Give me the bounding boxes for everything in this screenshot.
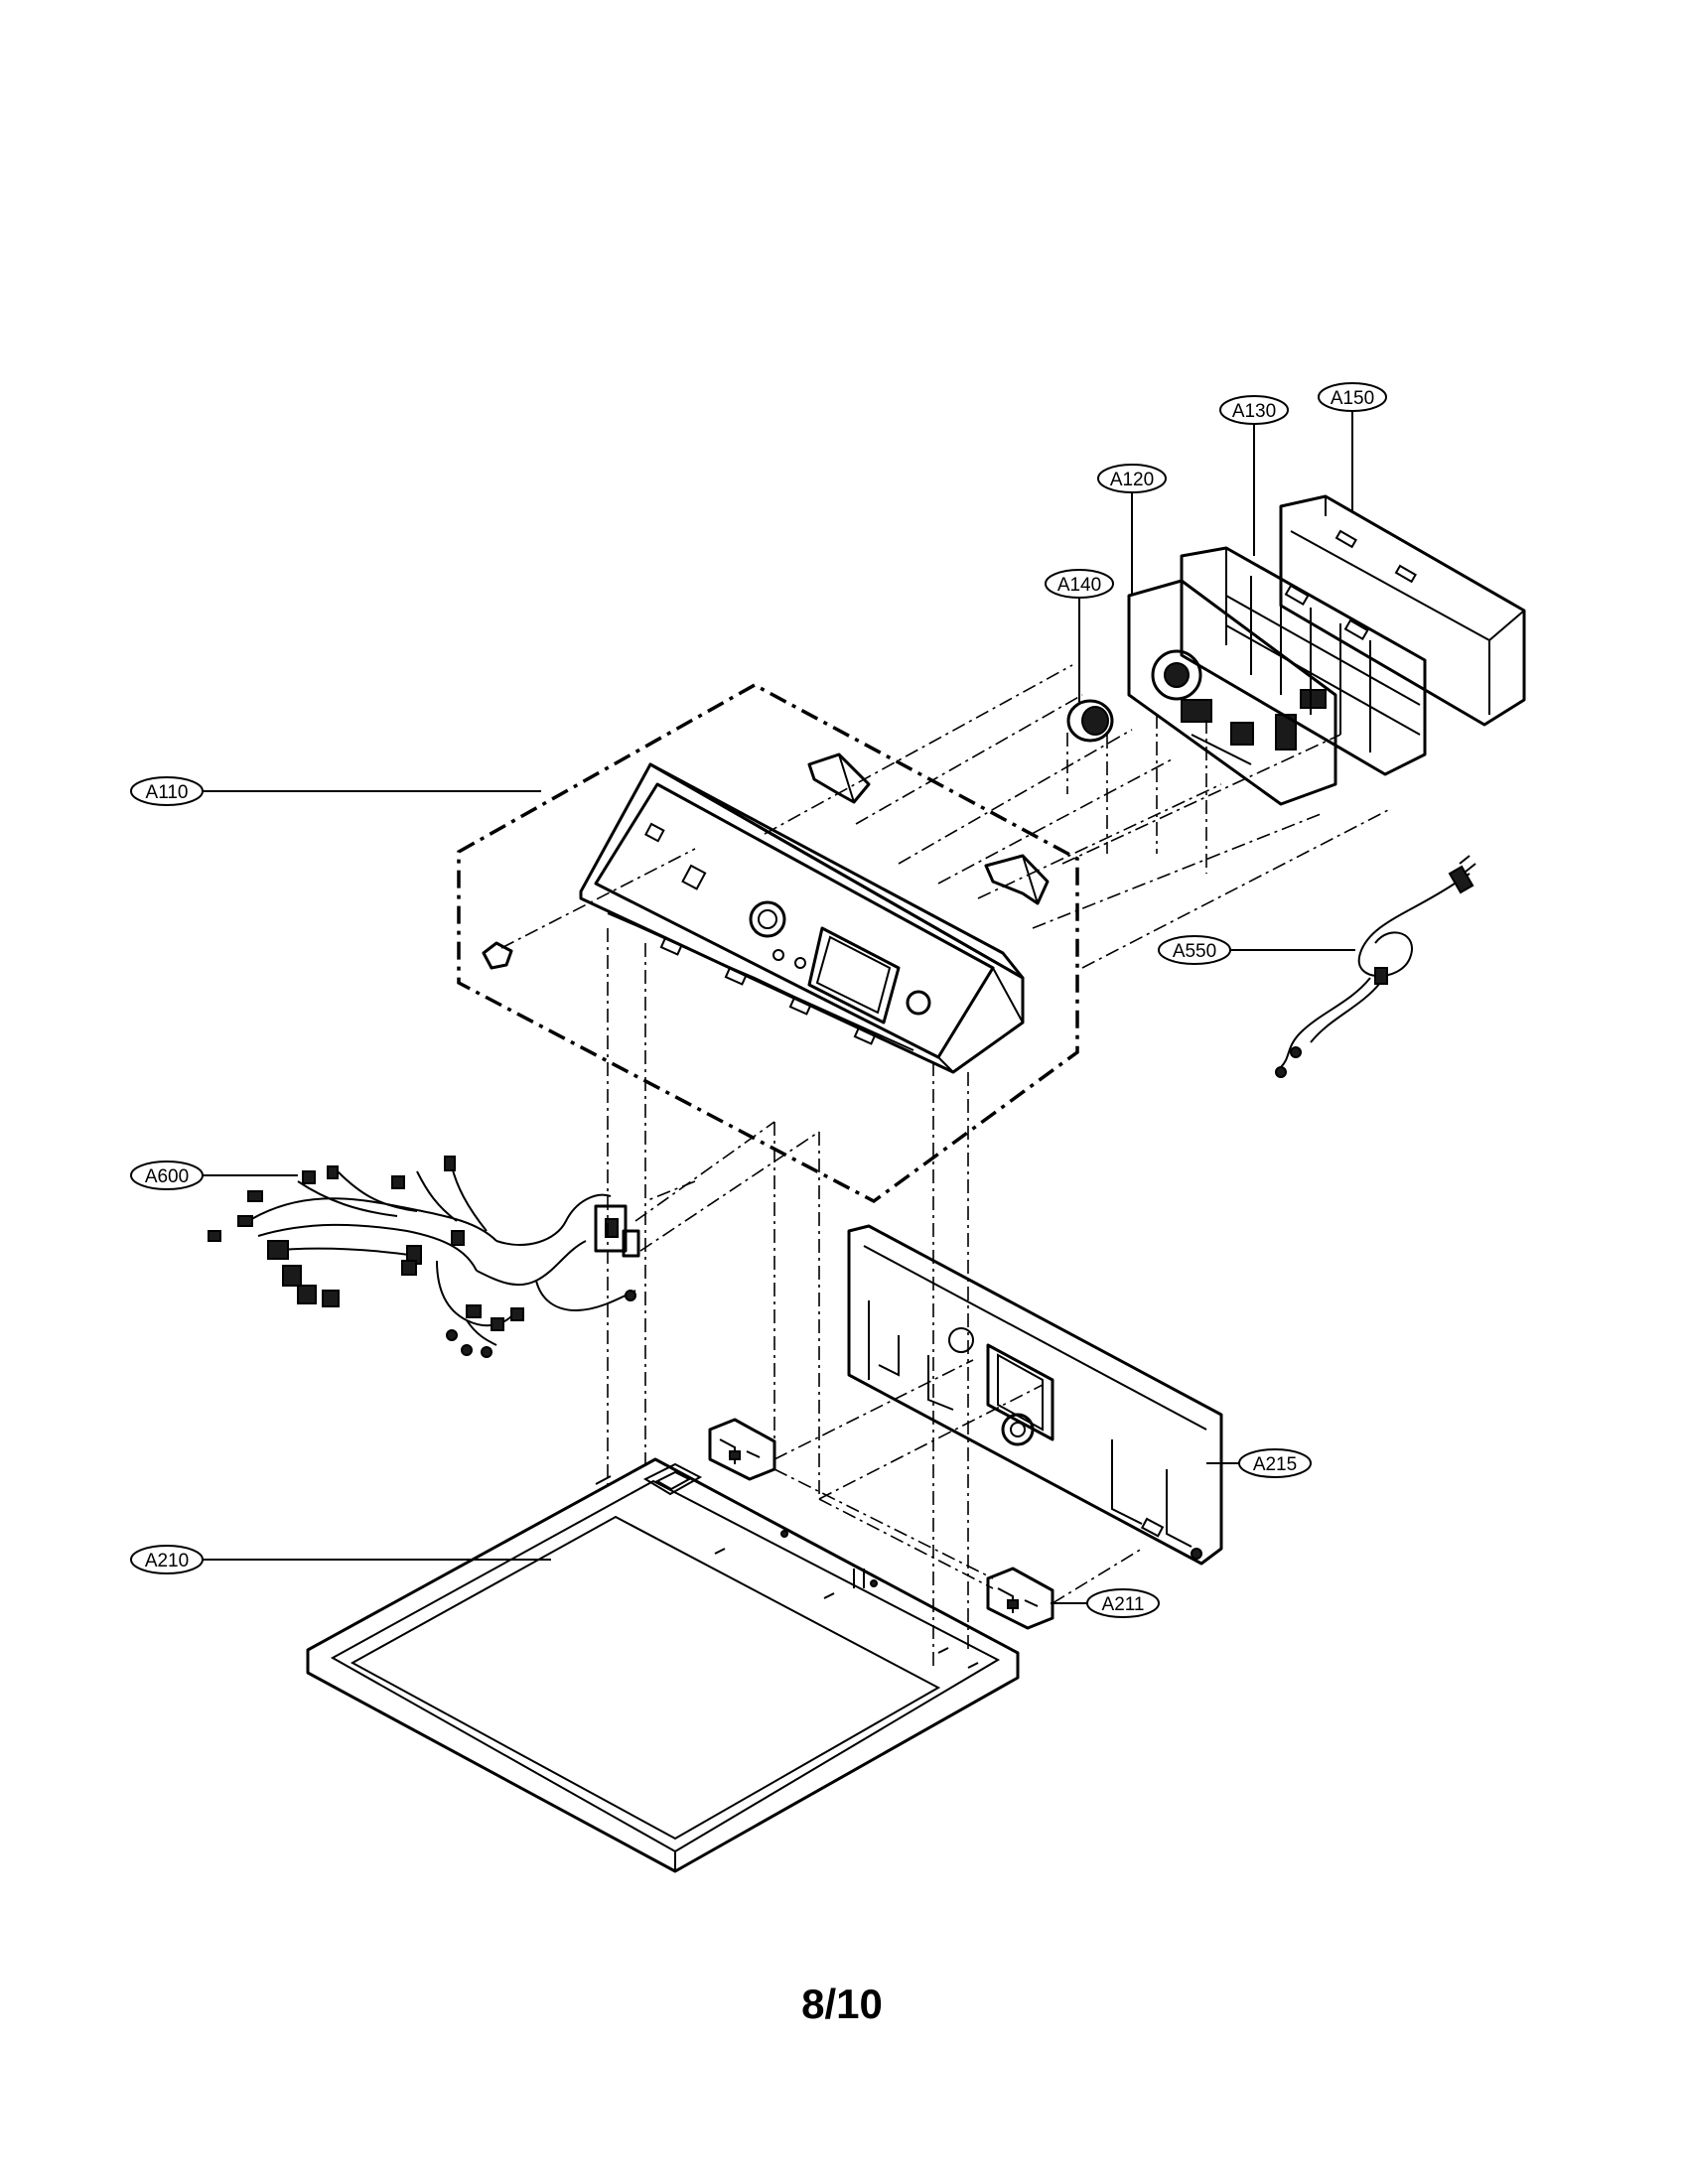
- rear-plate-a215: [847, 1224, 1223, 1566]
- callout-a550-label: A550: [1173, 941, 1216, 962]
- callout-a211-label: A211: [1102, 1594, 1145, 1615]
- callout-a211: A211: [1051, 1588, 1160, 1618]
- callout-a130: A130: [1219, 395, 1289, 556]
- callout-a550: A550: [1158, 935, 1355, 965]
- callout-a150: A150: [1318, 382, 1387, 511]
- top-bracket-right: [984, 854, 1050, 905]
- assembly-lines-base: [607, 928, 1143, 1668]
- callout-a110: A110: [130, 776, 541, 806]
- cover-a150: [1279, 494, 1526, 727]
- callout-a120: A120: [1097, 464, 1167, 596]
- wire-harness-a600: [208, 1156, 640, 1358]
- top-bracket-left: [807, 752, 871, 804]
- frame-a130: [1180, 546, 1427, 776]
- callout-a215: A215: [1206, 1448, 1312, 1478]
- pcb-a120: [1127, 579, 1337, 806]
- callout-a210-label: A210: [145, 1551, 189, 1571]
- callout-a600: A600: [130, 1160, 298, 1190]
- callout-a150-label: A150: [1331, 388, 1374, 409]
- callout-a210: A210: [130, 1545, 551, 1574]
- power-cord-a550: [1275, 855, 1476, 1078]
- callout-a600-label: A600: [145, 1166, 189, 1187]
- knob-a140: [1066, 699, 1114, 743]
- clip-a211-right: [986, 1567, 1054, 1630]
- top-plate-a210: [306, 1457, 1020, 1873]
- callout-a110-label: A110: [146, 782, 189, 803]
- control-panel-a110: [579, 762, 1025, 1074]
- clip-a211-left: [708, 1418, 776, 1481]
- callout-a215-label: A215: [1253, 1454, 1297, 1475]
- callout-a140: A140: [1045, 569, 1114, 705]
- assembly-lines-top: [500, 664, 1391, 969]
- callout-a120-label: A120: [1110, 470, 1154, 490]
- callout-a140-label: A140: [1057, 575, 1101, 596]
- a110-group-outline: [457, 683, 1079, 1204]
- callout-a130-label: A130: [1232, 401, 1276, 422]
- page-number: 8/10: [801, 1980, 883, 2027]
- button-cap: [482, 941, 513, 970]
